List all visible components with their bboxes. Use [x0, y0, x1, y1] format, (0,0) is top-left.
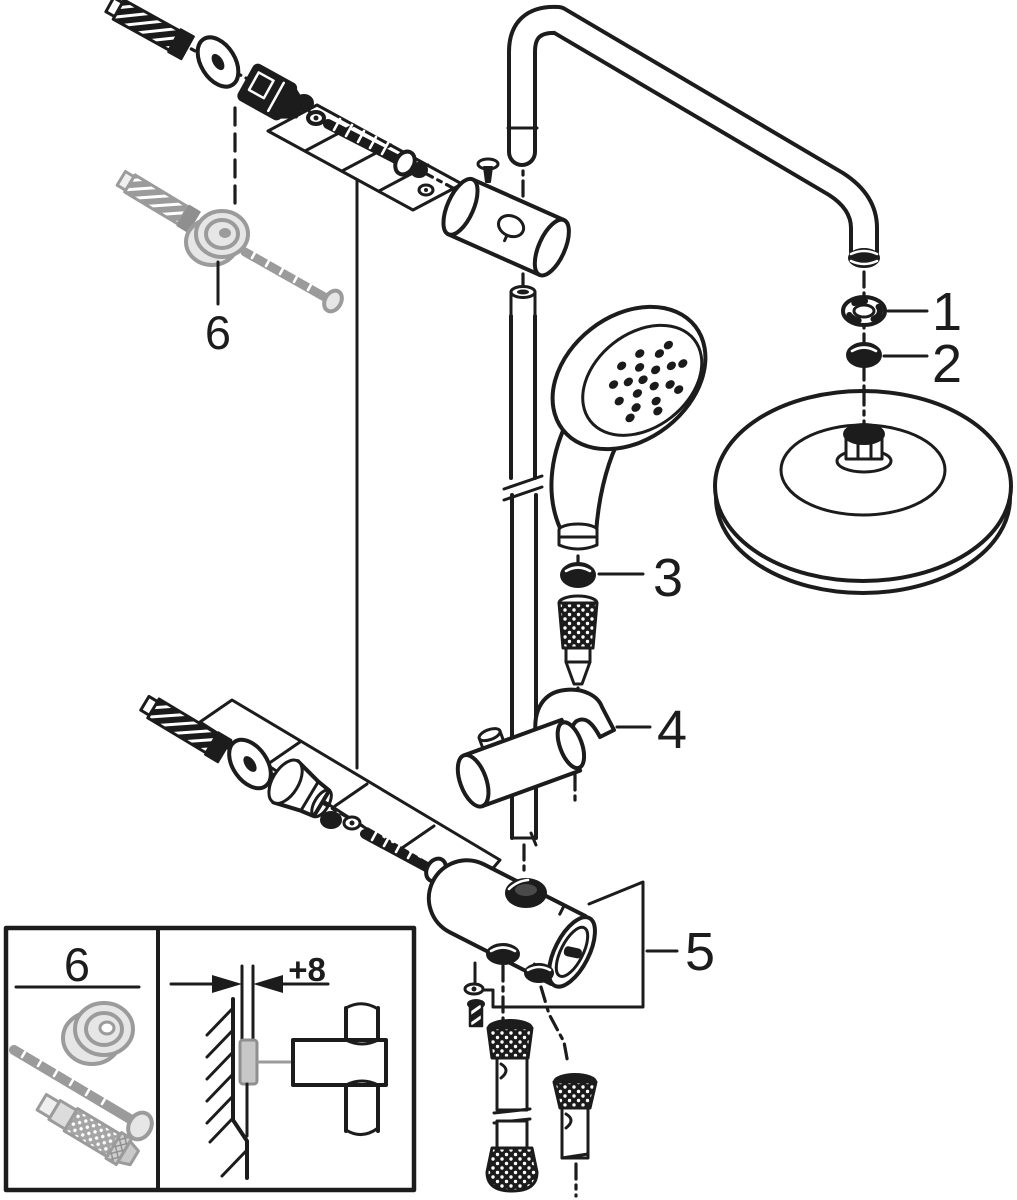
- callout-5-bracket: [482, 880, 679, 1009]
- valve-top-port-nut: [505, 878, 547, 908]
- grey-screw: [240, 245, 344, 314]
- hex-nut: [410, 162, 428, 178]
- mounting-screw: [323, 117, 417, 177]
- gasket-part-2: [846, 342, 882, 368]
- callout-2-label: 2: [932, 334, 962, 394]
- hand-shower-head: [550, 304, 708, 452]
- rail-glider-group: 4: [455, 687, 687, 809]
- washer: [195, 35, 241, 89]
- spacer-block: [238, 1038, 259, 1086]
- spray-nozzles: [608, 340, 688, 423]
- callout-1-label: 1: [932, 282, 962, 342]
- washer: [227, 737, 273, 791]
- pipe-bracket: [291, 1038, 388, 1087]
- hand-shower-connector: [557, 522, 599, 551]
- hose-union-nut: [557, 594, 599, 686]
- wall-anchor: [139, 694, 233, 764]
- upper-wall-bracket: [441, 157, 571, 278]
- inset-box: 6: [3, 925, 417, 1193]
- rail-bracket-cylinder: [441, 176, 571, 278]
- valve-fixing-screw-set: [463, 961, 485, 1028]
- rail-pipe-section: [291, 1002, 388, 1136]
- dimension-label: +8: [288, 951, 326, 988]
- shower-arm: [507, 4, 879, 267]
- grey-wall-anchor: [115, 169, 201, 233]
- fixing-set-grey: 6: [115, 169, 344, 359]
- head-shower-union-nut: [835, 423, 893, 474]
- callout-6-label: 6: [205, 306, 231, 359]
- shower-hose: [485, 1019, 539, 1193]
- inset-wall-detail: +8: [169, 951, 388, 1180]
- lower-fixing-chain: [139, 694, 472, 890]
- hand-shower-group: 3: [549, 304, 708, 698]
- washer-part-1: [841, 295, 887, 327]
- head-shower-group: 1 2: [713, 282, 1013, 595]
- wall-anchor: [104, 0, 195, 61]
- inset-6-label: 6: [64, 938, 90, 991]
- upper-fixing-chain: [104, 0, 470, 198]
- bracket-screw: [476, 157, 500, 183]
- inset-grey-anchor: [35, 1092, 140, 1167]
- hose-connectors: [485, 964, 598, 1198]
- inset-grey-screw: [9, 1043, 154, 1142]
- callout-4-label: 4: [657, 700, 687, 760]
- callout-5-label: 5: [685, 922, 715, 982]
- valve-group: 5: [426, 858, 715, 1028]
- glider-clamp: [455, 717, 587, 809]
- inset-fixing-set: 6: [9, 938, 154, 1167]
- gasket-part-3: [560, 562, 596, 588]
- hex-nut: [320, 811, 342, 829]
- wall-section: [205, 997, 249, 1180]
- cone-socket-piece: [267, 758, 333, 819]
- dimension-arrows: [169, 975, 330, 993]
- grey-washer: [184, 209, 250, 267]
- valve-body: [426, 858, 597, 989]
- hex-nut: [294, 94, 314, 112]
- rain-shower-plate: [713, 389, 1013, 583]
- inset-grey-washer: [61, 1001, 135, 1066]
- hose-adapter: [552, 1073, 598, 1160]
- callout-3-label: 3: [653, 548, 683, 608]
